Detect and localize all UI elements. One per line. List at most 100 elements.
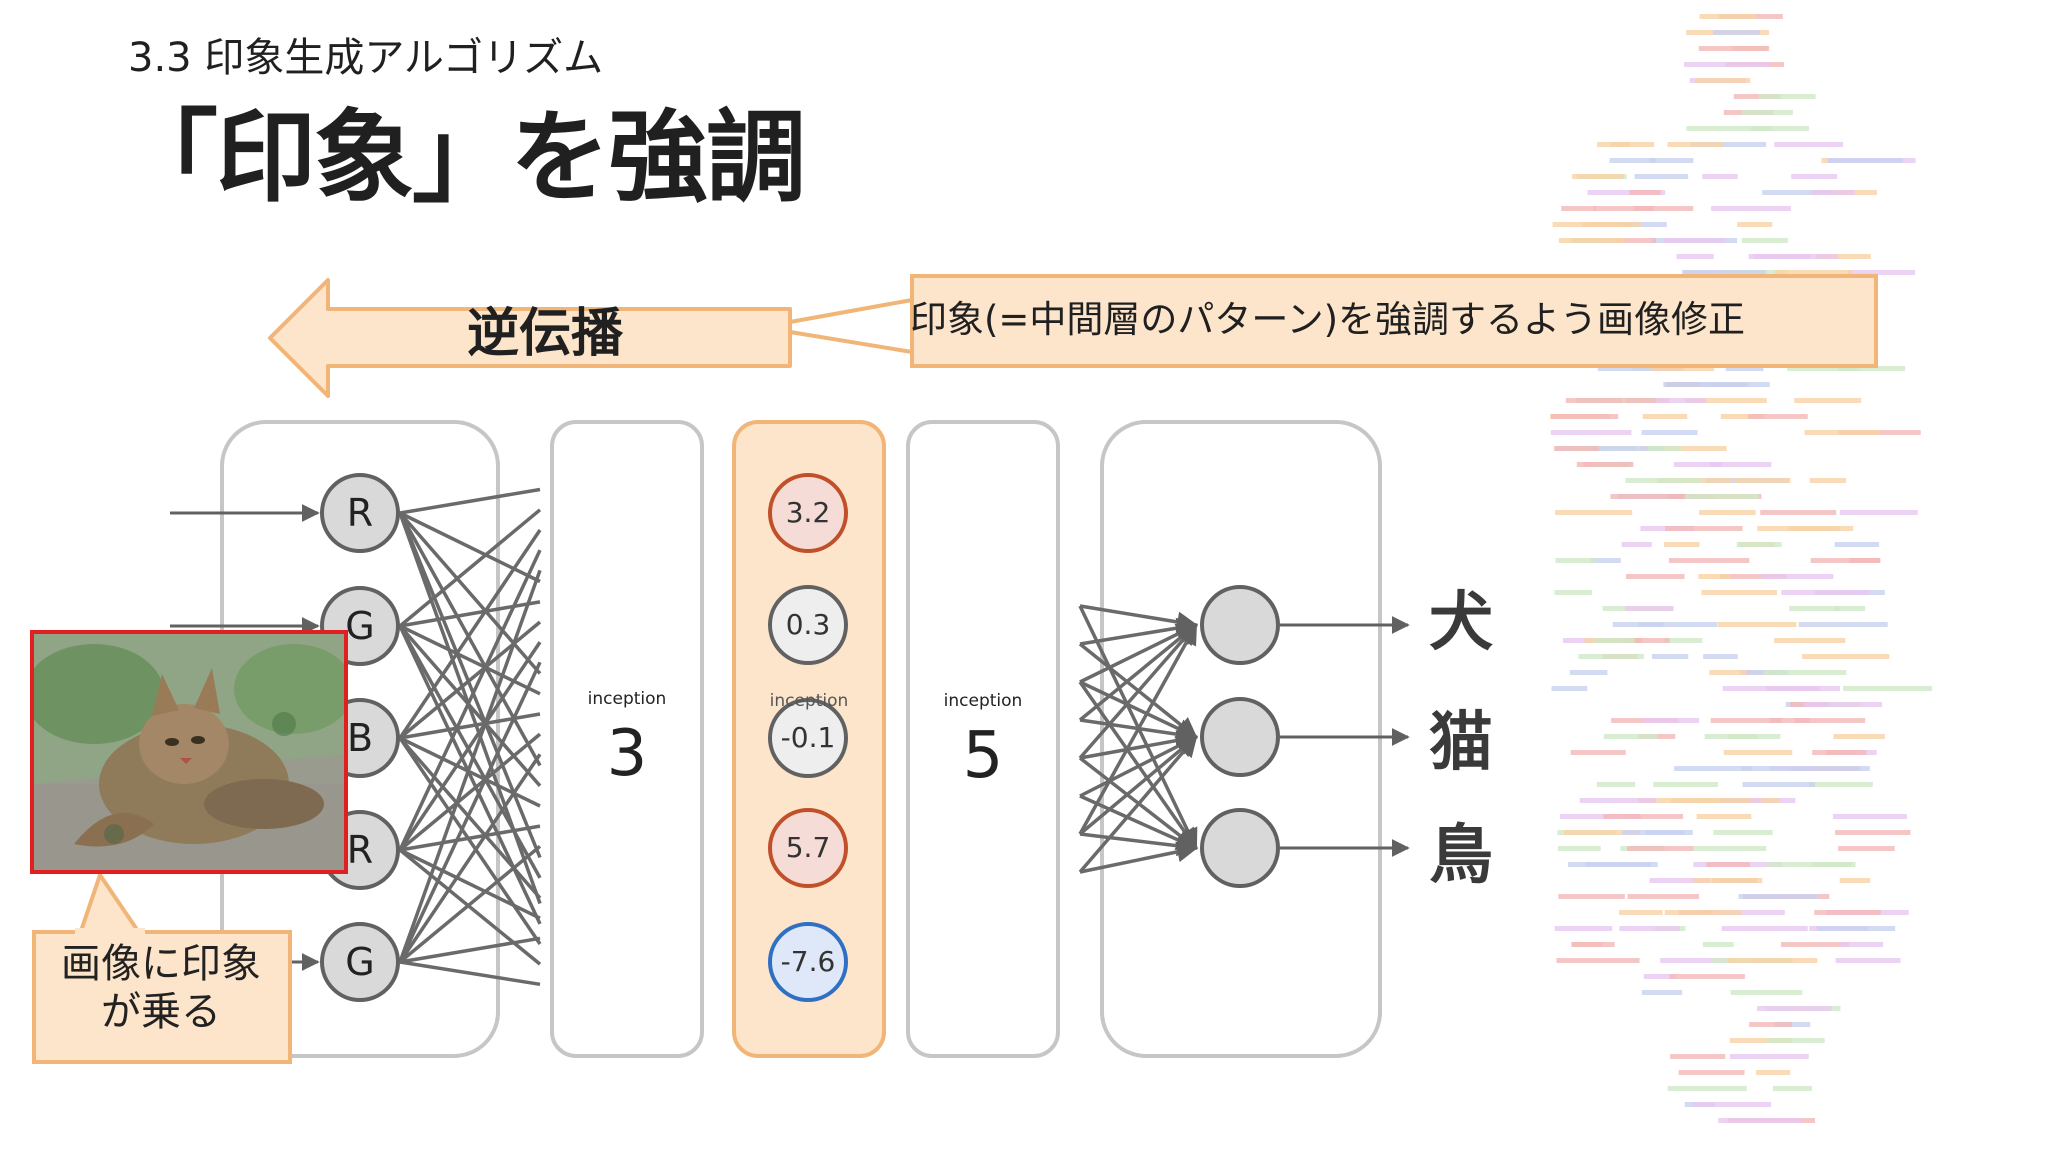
input-node-label: G [345,940,375,984]
graph-node [1665,526,1743,531]
graph-node [1627,894,1699,899]
graph-node [1839,942,1884,947]
graph-node [1655,398,1707,403]
slide-title: 「印象」を強調 [118,99,806,216]
graph-node [1798,622,1888,627]
graph-node [1660,958,1734,963]
graph-node [1683,270,1767,275]
graph-node [1717,622,1797,627]
inception-value-label: -7.6 [780,945,836,978]
graph-node [1667,142,1724,147]
output-node [1200,585,1280,665]
graph-node [1551,686,1588,691]
graph-node [1791,174,1838,179]
inception4-caption: inception [769,691,849,711]
graph-node [1554,590,1593,595]
graph-node [1701,590,1778,595]
graph-node [1556,958,1640,963]
graph-node [1663,382,1749,387]
graph-node [1603,734,1658,739]
graph-node [1651,654,1689,659]
graph-node [1719,574,1787,579]
graph-node [1774,142,1844,147]
inception-value-label: 3.2 [785,496,831,529]
connection-line [398,661,542,963]
graph-node [1612,622,1664,627]
graph-node [1729,1038,1792,1043]
graph-node [1560,814,1641,819]
inception-value-label: 0.3 [785,608,831,641]
connection-line [398,512,542,767]
connection-line [398,620,542,740]
connection-line [399,824,541,852]
graph-node [1558,894,1625,899]
input-node-label: R [346,491,374,535]
graph-node [1692,1102,1772,1107]
graph-node [1748,414,1808,419]
graph-node [1663,638,1703,643]
callout-text: 画像に印象 が乗る [36,940,286,1036]
graph-node [1569,670,1608,675]
connection-line [399,960,541,987]
inception-value-node [768,698,848,778]
connection-line [398,641,542,851]
connection-line [398,508,542,628]
graph-node [1690,142,1767,147]
graph-node [1828,158,1903,163]
inception-value-node [768,922,848,1002]
graph-node [1641,990,1683,995]
connection-line [1079,604,1199,633]
graph-node [1561,206,1597,211]
graph-node [1557,846,1601,851]
graph-node [1674,766,1753,771]
graph-node [1593,206,1654,211]
class-label-bird: 鳥 [1429,819,1493,893]
graph-node [1727,958,1818,963]
graph-node [1838,846,1895,851]
connection-line [398,624,542,787]
callout-box [32,930,292,1064]
graph-node [1609,158,1656,163]
output-connections [1078,604,1199,874]
graph-node [1579,798,1657,803]
class-label-dog: 犬 [1429,586,1493,660]
graph-node [1709,462,1772,467]
graph-node [1760,510,1837,515]
graph-node [1725,366,1764,371]
graph-node [1626,814,1684,819]
graph-node [1702,174,1738,179]
graph-node [1750,126,1809,131]
connection-line [398,529,542,739]
graph-node [1610,494,1685,499]
graph-node [1749,1022,1793,1027]
graph-node [1685,494,1759,499]
graph-node [1664,542,1700,547]
graph-node [1710,718,1782,723]
graph-node [1804,430,1880,435]
graph-node [1571,942,1615,947]
graph-node [1567,862,1651,867]
graph-node [1618,910,1663,915]
section-heading: 3.3 印象生成アルゴリズム [128,35,604,81]
graph-node [1590,558,1621,563]
graph-node [1766,862,1852,867]
graph-node [1812,862,1856,867]
input-node [320,922,400,1002]
graph-node [1593,446,1664,451]
graph-node [1686,126,1772,131]
graph-node [1684,398,1767,403]
graph-node [1769,718,1810,723]
graph-node [1839,878,1871,883]
graph-node [1763,670,1847,675]
connection-line [399,848,541,920]
graph-node [1667,1086,1747,1091]
graph-node [1673,462,1723,467]
graph-node [1760,254,1839,259]
graph-node [1638,622,1718,627]
inception-value-label: -0.1 [780,721,836,754]
network-graph-background [1550,14,1933,1123]
inception5-panel [906,420,1060,1058]
class-arrows [1280,616,1410,857]
graph-node [1627,846,1695,851]
callout-pointer [78,873,142,936]
